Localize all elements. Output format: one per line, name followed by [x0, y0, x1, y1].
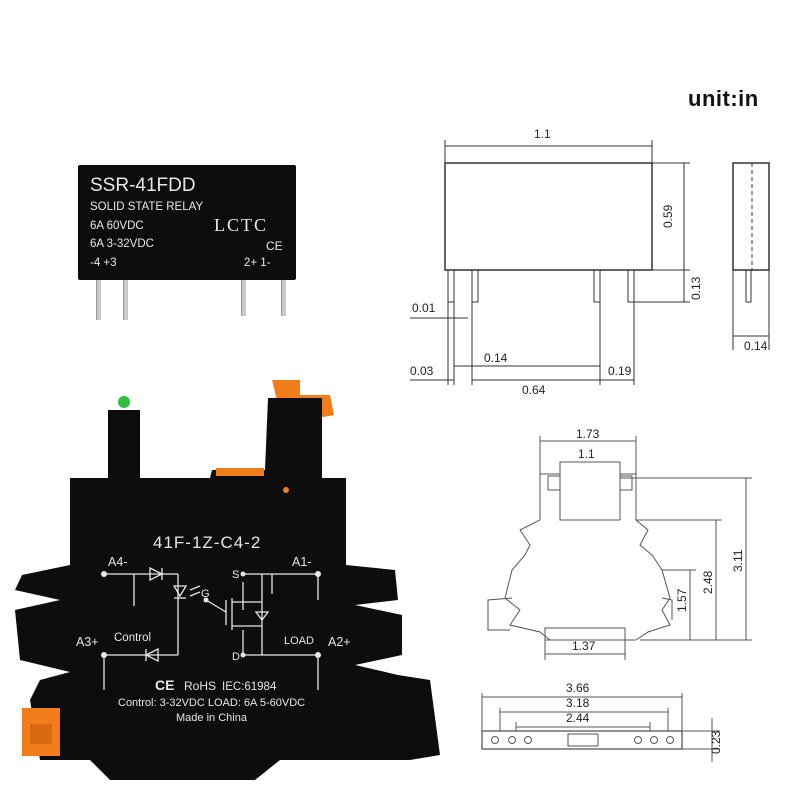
- socket-d-label: D: [232, 651, 240, 663]
- relay-model: SSR-41FDD: [90, 175, 196, 196]
- socket-load-label: LOAD: [284, 635, 314, 647]
- relay-pin: [241, 280, 246, 316]
- socket-a3-label: A3+: [76, 635, 99, 649]
- dim-relay-pin-gap-b: 0.19: [608, 364, 632, 378]
- unit-label: unit:in: [688, 86, 759, 111]
- socket-a4-label: A4-: [108, 555, 127, 569]
- relay-brand-logo: LCTC: [214, 215, 269, 235]
- relay-pin-right-label: 2+ 1-: [244, 257, 271, 269]
- dim-socket-base-width: 1.37: [572, 639, 596, 653]
- dim-socket-height-total: 3.11: [731, 549, 745, 572]
- relay-body: SSR-41FDD SOLID STATE RELAY 6A 60VDC 6A …: [78, 165, 296, 280]
- dim-relay-pin-offset: 0.03: [410, 364, 434, 378]
- socket-a2-label: A2+: [328, 635, 351, 649]
- socket-ratings: Control: 3-32VDC LOAD: 6A 5-60VDC: [118, 697, 305, 709]
- dim-socket-height-low: 1.57: [675, 588, 689, 612]
- relay-pin: [123, 280, 128, 320]
- dim-socket-height-mid: 2.48: [701, 570, 715, 594]
- relay-type: SOLID STATE RELAY: [90, 201, 204, 213]
- socket-rohs-mark: RoHS: [184, 679, 216, 693]
- dim-relay-pin-gap-a: 0.14: [484, 351, 508, 365]
- socket-g-label: G: [201, 588, 210, 600]
- relay-pin: [281, 280, 286, 316]
- socket-iec-label: IEC:61984: [222, 681, 277, 693]
- socket-control-label: Control: [114, 632, 151, 644]
- dim-socket-thickness: 0.23: [709, 730, 723, 754]
- relay-control-rating: 6A 3-32VDC: [90, 238, 154, 250]
- dim-socket-top-outer: 1.73: [576, 427, 600, 441]
- dim-relay-pin-length: 0.13: [689, 276, 703, 300]
- socket-s-label: S: [232, 569, 239, 581]
- relay-ce-mark: CE: [266, 239, 283, 253]
- socket-a1-label: A1-: [292, 555, 311, 569]
- relay-pin: [96, 280, 101, 320]
- dim-relay-depth: 0.14: [744, 339, 768, 353]
- socket-model: 41F-1Z-C4-2: [153, 533, 261, 552]
- dim-relay-width: 1.1: [534, 127, 551, 141]
- dim-relay-pin-width: 0.01: [412, 301, 436, 315]
- dim-relay-pin-span: 0.64: [522, 383, 546, 397]
- dim-socket-len-mid: 3.18: [566, 696, 590, 710]
- dim-socket-len-total: 3.66: [566, 681, 590, 695]
- dim-socket-top-inner: 1.1: [578, 447, 595, 461]
- relay-pin-left-label: -4 +3: [90, 257, 117, 269]
- socket-made-in: Made in China: [176, 712, 248, 724]
- relay-load-rating: 6A 60VDC: [90, 220, 144, 232]
- socket-ce-mark: CE: [155, 677, 174, 693]
- dim-relay-height: 0.59: [661, 204, 675, 228]
- dim-socket-len-inner: 2.44: [566, 711, 590, 725]
